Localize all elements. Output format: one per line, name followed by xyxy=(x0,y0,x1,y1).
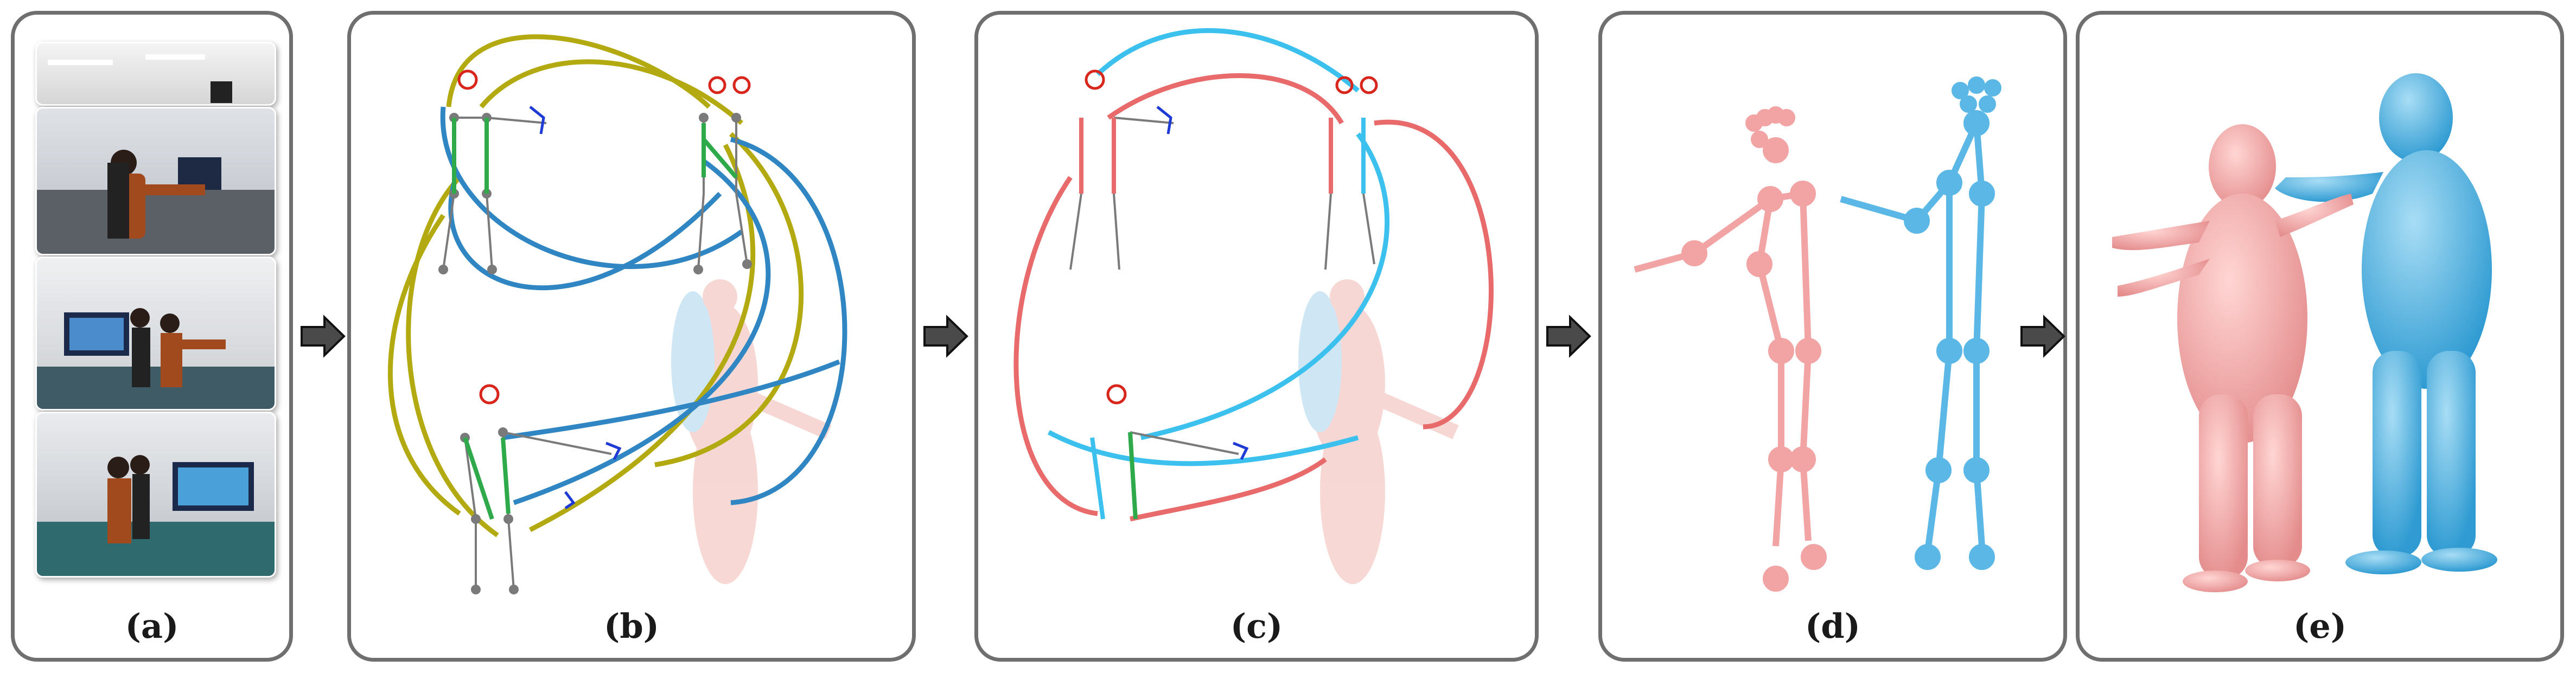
skeleton-3d-pink xyxy=(1634,106,1827,592)
skeleton-3d-pair xyxy=(1634,76,2001,592)
mesh-pair xyxy=(2112,73,2497,592)
association-graph-c xyxy=(1013,28,1494,584)
panel-d-3d-skeletons: (d) xyxy=(1598,11,2067,662)
cross-view-links xyxy=(387,34,847,537)
panel-label-c: (c) xyxy=(1230,606,1283,646)
skeleton-view-2 xyxy=(693,76,752,274)
skeleton-view-2 xyxy=(1324,76,1378,270)
panel-label-e: (e) xyxy=(2293,606,2347,646)
body-mesh-overlay xyxy=(1298,279,1459,584)
panel-b-2d-keypoint-association: (b) xyxy=(347,11,916,662)
ceiling-lights xyxy=(48,54,232,103)
clustered-links xyxy=(1013,28,1494,522)
right-arrow-icon xyxy=(923,315,968,358)
skeleton-view-3 xyxy=(460,384,622,594)
right-arrow-icon xyxy=(2020,315,2065,358)
camera-view-4 xyxy=(35,412,276,578)
association-graph-b xyxy=(387,34,847,594)
skeleton-3d-blue xyxy=(1840,76,2001,570)
panel-c-person-clustering: (c) xyxy=(974,11,1539,662)
skeleton-view-3 xyxy=(1090,384,1249,520)
right-arrow-icon xyxy=(1546,315,1591,358)
skeleton-view-1 xyxy=(1069,69,1174,270)
panel-e-body-meshes: (e) xyxy=(2076,11,2564,662)
camera-view-2 xyxy=(35,107,276,255)
panel-a-multiview-input: (a) xyxy=(11,11,293,662)
right-arrow-icon xyxy=(301,315,346,358)
skeleton-view-1 xyxy=(438,69,547,274)
mesh-person-blue xyxy=(2275,73,2497,574)
panel-label-a: (a) xyxy=(125,606,179,646)
camera-view-3 xyxy=(35,257,276,411)
body-mesh-overlay xyxy=(671,279,832,584)
camera-view-1 xyxy=(35,42,276,106)
mesh-person-pink xyxy=(2112,124,2354,592)
panel-label-d: (d) xyxy=(1805,606,1861,646)
panel-label-b: (b) xyxy=(603,606,660,646)
